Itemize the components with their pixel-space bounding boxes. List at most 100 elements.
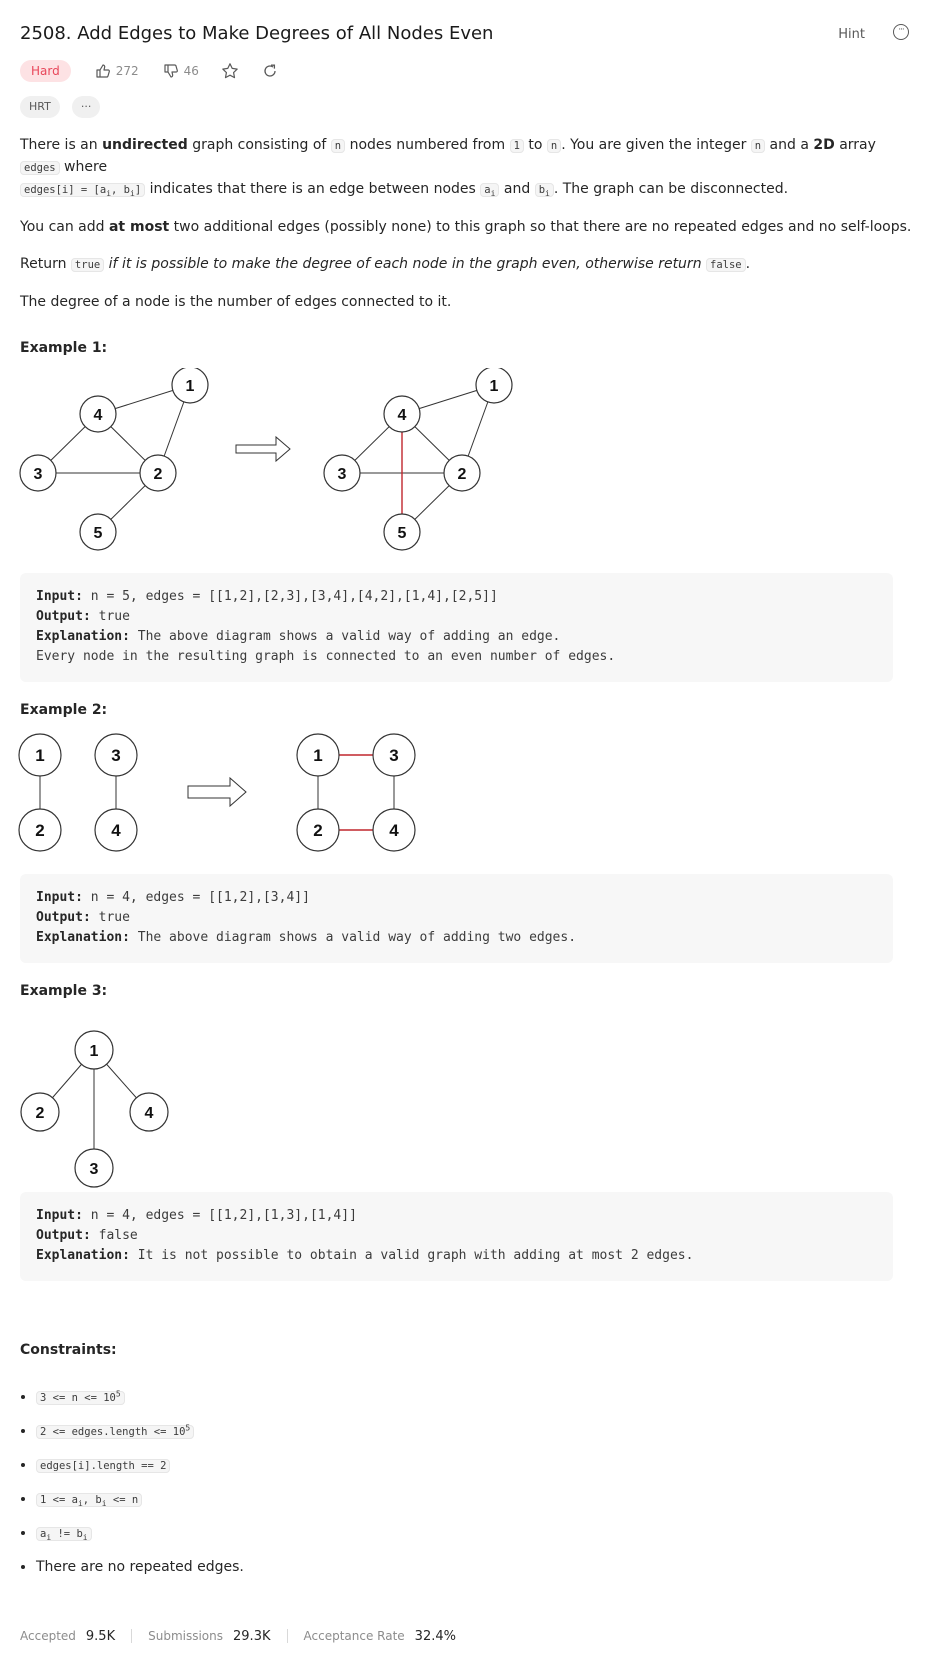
inline-code: ai (480, 183, 500, 199)
explanation-label: Explanation: (36, 930, 130, 945)
output-label: Output: (36, 1228, 91, 1243)
node-label: 1 (490, 378, 499, 395)
text: nodes numbered from (345, 137, 510, 153)
node-label: 4 (389, 821, 399, 840)
code-part: , b (111, 184, 130, 196)
node-label: 2 (154, 466, 163, 483)
output-value: true (90, 910, 130, 925)
inline-code: 2 <= edges.length <= 105 (36, 1423, 195, 1439)
divider (286, 1629, 288, 1643)
node-label: 2 (36, 1105, 45, 1122)
explanation-text: It is not possible to obtain a valid gra… (129, 1248, 694, 1263)
node-label: 4 (94, 407, 103, 424)
dislike-button[interactable]: 46 (163, 61, 199, 82)
constraint-item: 1 <= ai, bi <= n (36, 1489, 893, 1511)
stats-footer: Accepted 9.5K Submissions 29.3K Acceptan… (20, 1626, 456, 1647)
constraints-list: 3 <= n <= 105 2 <= edges.length <= 105 e… (20, 1387, 893, 1590)
more-tags-button[interactable]: ··· (71, 96, 101, 118)
output-value: false (90, 1228, 138, 1243)
text: You can add (20, 219, 109, 235)
description-paragraph-4: The degree of a node is the number of ed… (20, 294, 452, 310)
hint-button[interactable]: Hint (838, 27, 865, 42)
code-part: 1 <= a (40, 1494, 78, 1506)
input-label: Input: (36, 589, 83, 604)
superscript: 5 (115, 1389, 121, 1399)
example-3-title: Example 3: (20, 983, 108, 999)
text: two additional edges (possibly none) to … (169, 219, 912, 235)
text: array (834, 137, 876, 153)
input-value: n = 4, edges = [[1,2],[1,3],[1,4]] (82, 1208, 357, 1223)
text: to (523, 137, 547, 153)
example-3-diagram: 1 2 4 3 (20, 1030, 169, 1188)
code-part: b (538, 184, 546, 196)
code-part: 2 <= edges.length <= 10 (40, 1426, 186, 1438)
subscript: i (46, 1533, 52, 1543)
code-part: ] (134, 184, 142, 196)
inline-code: 1 (509, 139, 524, 153)
text: . The graph can be disconnected. (553, 181, 789, 197)
node-label: 1 (313, 746, 322, 765)
text: . You are given the integer (561, 137, 751, 153)
example-2-code-block: Input: n = 4, edges = [[1,2],[3,4]] Outp… (20, 874, 893, 963)
dislike-count: 46 (183, 63, 199, 78)
inline-code: edges[i] = [ai, bi] (20, 183, 146, 199)
like-button[interactable]: 272 (95, 61, 139, 82)
node-label: 3 (338, 466, 347, 483)
example-2-title: Example 2: (20, 702, 108, 718)
node-label: 3 (111, 746, 120, 765)
problem-title: 2508. Add Edges to Make Degrees of All N… (20, 23, 494, 44)
inline-code: 3 <= n <= 105 (36, 1389, 125, 1405)
node-label: 2 (458, 466, 467, 483)
constraint-item: ai != bi (36, 1523, 893, 1545)
thumbs-down-icon (164, 64, 178, 78)
bold-text: at most (108, 219, 170, 235)
company-tag-hrt[interactable]: HRT (20, 96, 60, 118)
node-label: 5 (94, 525, 103, 542)
subscript: i (545, 189, 550, 199)
favorite-button[interactable] (221, 62, 239, 80)
superscript: 5 (185, 1423, 191, 1433)
explanation-label: Explanation: (36, 1248, 130, 1263)
problem-description: There is an undirected graph consisting … (20, 135, 913, 329)
text: graph consisting of (187, 137, 331, 153)
node-label: 4 (111, 821, 121, 840)
more-options-icon[interactable]: ··· (893, 24, 909, 40)
node-label: 2 (313, 821, 322, 840)
accepted-value: 9.5K (85, 1629, 116, 1644)
code-part: , b (82, 1494, 102, 1506)
subscript: i (101, 1499, 107, 1509)
example-1-diagram: 1 4 3 2 5 1 4 3 2 5 (19, 368, 513, 551)
share-button[interactable] (261, 62, 279, 80)
inline-code: ai != bi (36, 1527, 92, 1543)
acceptance-rate-label: Acceptance Rate (303, 1629, 405, 1643)
text: Return (20, 256, 71, 272)
code-part: a (40, 1528, 47, 1540)
constraint-item: 3 <= n <= 105 (36, 1387, 893, 1409)
refresh-share-icon (264, 64, 276, 77)
output-label: Output: (36, 910, 91, 925)
like-count: 272 (115, 63, 139, 78)
subscript: i (106, 189, 112, 199)
node-label: 1 (90, 1043, 99, 1060)
description-paragraph-2: You can add at most two additional edges… (20, 217, 913, 238)
output-label: Output: (36, 609, 91, 624)
subscript: i (490, 189, 496, 199)
inline-code: false (706, 258, 746, 272)
constraint-item: edges[i].length == 2 (36, 1455, 893, 1477)
code-part: 3 <= n <= 10 (40, 1392, 116, 1404)
node-label: 2 (35, 821, 44, 840)
node-label: 5 (398, 525, 407, 542)
subscript: i (77, 1499, 83, 1509)
text: There is an (20, 137, 103, 153)
explanation-text: Every node in the resulting graph is con… (36, 649, 616, 664)
inline-code: true (70, 258, 105, 272)
constraint-item: 2 <= edges.length <= 105 (36, 1421, 893, 1443)
example-1-title: Example 1: (20, 340, 108, 356)
inline-code: n (750, 139, 766, 153)
italic-text: if it is possible to make the degree of … (104, 256, 707, 272)
text: . (745, 256, 751, 272)
inline-code: edges (20, 161, 60, 175)
inline-code: edges[i].length == 2 (36, 1459, 171, 1473)
input-label: Input: (36, 1208, 83, 1223)
star-icon (222, 63, 238, 79)
